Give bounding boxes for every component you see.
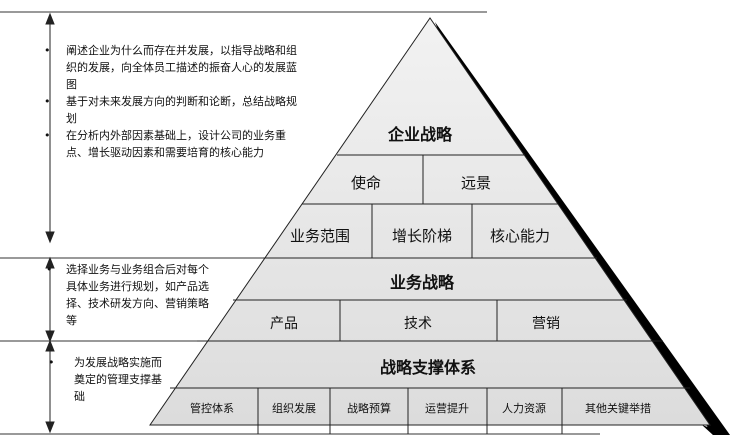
- tier2-desc-text-1: 选择业务与业务组合后对每个具体业务进行规划，如产品选择、技术研发方向、营销策略等: [66, 263, 209, 327]
- tier1-cell-growth-ladder: 增长阶梯: [392, 227, 452, 245]
- tier3-title: 战略支撑体系: [380, 358, 476, 377]
- tier3-cell-other: 其他关键举措: [585, 401, 651, 415]
- pyramid-shadow: [435, 22, 730, 435]
- tier1-cell-core-capability: 核心能力: [490, 227, 550, 245]
- tier1-desc-text-1: 阐述企业为什么而存在并发展，以指导战略和组织的发展，向全体员工描述的振奋人心的发…: [66, 44, 297, 91]
- pyramid-shadow-base: [702, 425, 730, 435]
- tier2-cell-technology: 技术: [404, 316, 432, 332]
- tier3-cell-org-dev: 组织发展: [272, 401, 316, 415]
- span-arrow-tier1: [45, 12, 55, 244]
- tier3-desc-text-1: 为发展战略实施而奠定的管理支撑基础: [74, 356, 162, 403]
- tier1-desc-item: • 基于对未来发展方向的判断和论断，总结战略规划: [44, 93, 298, 127]
- bullet-icon: •: [44, 95, 51, 108]
- span-arrow-tier2: [45, 256, 55, 343]
- tier3-cell-budget: 战略预算: [347, 401, 391, 415]
- tier1-desc-item: • 在分析内外部因素基础上，设计公司的业务重点、增长驱动因素和需要培育的核心能力: [44, 127, 298, 161]
- tier2-desc-item: • 选择业务与业务组合后对每个具体业务进行规划，如产品选择、技术研发方向、营销策…: [46, 261, 216, 329]
- bullet-icon: •: [44, 44, 51, 57]
- tier-divider-lines: [0, 11, 600, 435]
- tier1-title: 企业战略: [387, 125, 453, 144]
- tier1-desc-item: • 阐述企业为什么而存在并发展，以指导战略和组织的发展，向全体员工描述的振奋人心…: [44, 42, 298, 93]
- tier1-desc-text-2: 基于对未来发展方向的判断和论断，总结战略规划: [66, 95, 297, 125]
- tier1-description: • 阐述企业为什么而存在并发展，以指导战略和组织的发展，向全体员工描述的振奋人心…: [44, 42, 298, 161]
- tier2-title: 业务战略: [390, 273, 455, 292]
- tier1-cell-mission: 使命: [351, 174, 381, 192]
- bullet-icon: •: [48, 356, 55, 369]
- tier1-cell-vision: 远景: [461, 174, 491, 192]
- tier3-cell-control: 管控体系: [190, 401, 234, 415]
- tier2-cell-marketing: 营销: [532, 316, 560, 332]
- tier2-description: • 选择业务与业务组合后对每个具体业务进行规划，如产品选择、技术研发方向、营销策…: [46, 261, 216, 329]
- bullet-icon: •: [44, 129, 51, 142]
- tier1-cell-business-scope: 业务范围: [290, 227, 350, 245]
- pyramid-row-lines: [170, 154, 690, 389]
- tier3-cell-operations: 运营提升: [425, 401, 469, 415]
- tier3-desc-item: • 为发展战略实施而奠定的管理支撑基础: [48, 354, 164, 405]
- tier2-cell-product: 产品: [270, 316, 298, 332]
- tier3-cell-hr: 人力资源: [502, 401, 546, 415]
- span-arrow-tier3: [45, 339, 55, 434]
- bullet-icon: •: [46, 263, 53, 276]
- tier3-description: • 为发展战略实施而奠定的管理支撑基础: [48, 354, 164, 405]
- pyramid-body: [149, 17, 711, 426]
- tier1-desc-text-3: 在分析内外部因素基础上，设计公司的业务重点、增长驱动因素和需要培育的核心能力: [66, 129, 286, 159]
- pyramid-cell-dividers: [257, 155, 563, 434]
